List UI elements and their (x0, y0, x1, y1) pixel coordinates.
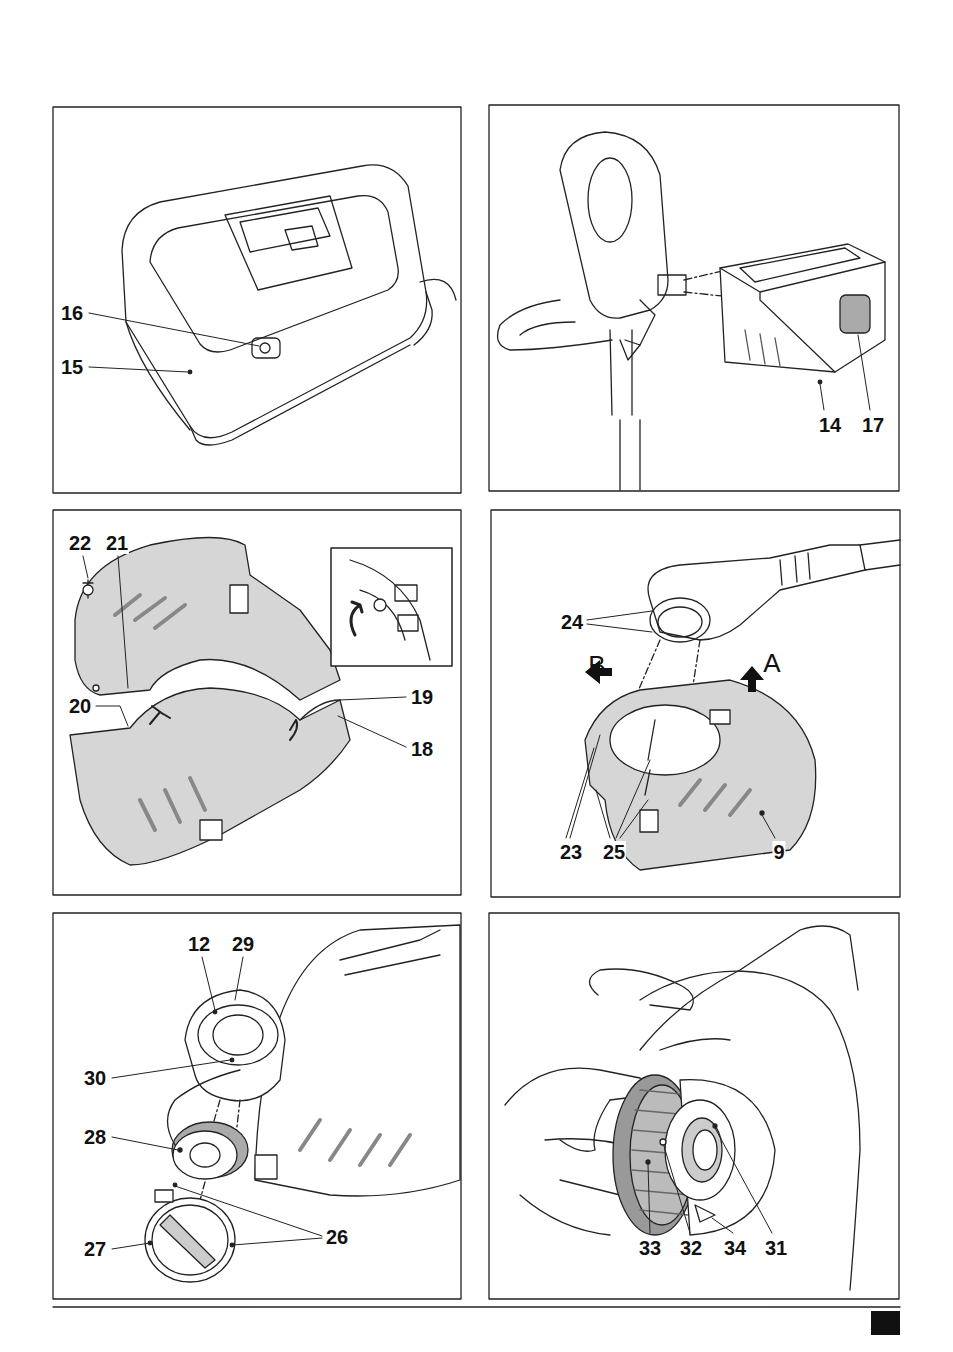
callout-number: 28 (83, 1126, 107, 1148)
inset-detail (350, 560, 430, 660)
callout-number: 17 (861, 414, 885, 436)
callout-number: 14 (818, 414, 842, 436)
callout-number: 29 (231, 933, 255, 955)
trimmer-line (640, 971, 860, 1290)
callout-number: 22 (68, 532, 92, 554)
callout-number: 25 (602, 841, 626, 863)
callout-number: 9 (772, 841, 785, 863)
callout-number: 31 (764, 1237, 788, 1259)
trimmer-head (648, 540, 900, 642)
panel-frame (491, 510, 900, 897)
callout-number: 12 (187, 933, 211, 955)
callout-number: 32 (679, 1237, 703, 1259)
guard (585, 680, 816, 870)
shaft (620, 420, 640, 490)
panel-frame (53, 107, 461, 493)
direction-letter: A (762, 649, 781, 678)
callout-number: 26 (325, 1226, 349, 1248)
leader-lines (83, 313, 870, 1249)
callout-number: 20 (68, 695, 92, 717)
hands (505, 926, 858, 1235)
direction-letter: B (587, 651, 606, 680)
callout-number: 30 (83, 1067, 107, 1089)
battery (720, 244, 885, 384)
callout-number: 15 (60, 356, 84, 378)
spool-cap (145, 1183, 235, 1282)
panel-frame (489, 105, 899, 491)
guard (255, 925, 460, 1196)
callout-number: 23 (559, 841, 583, 863)
callout-number: 33 (638, 1237, 662, 1259)
footer-rule (53, 1306, 900, 1307)
callout-number: 34 (723, 1237, 747, 1259)
direction-arrow (740, 666, 764, 692)
screw (83, 580, 93, 598)
spool (168, 1070, 249, 1179)
inset-frame (331, 548, 452, 666)
callout-number: 27 (83, 1238, 107, 1260)
panel-frame (53, 913, 461, 1299)
guard-lower (70, 688, 350, 865)
callout-number: 19 (410, 686, 434, 708)
panel-frame (489, 913, 899, 1299)
spool (613, 1075, 775, 1235)
callout-number: 18 (410, 738, 434, 760)
callout-number: 24 (560, 611, 584, 633)
callout-number: 21 (105, 532, 129, 554)
guard-upper (75, 538, 340, 701)
trimmer-handle (498, 132, 686, 415)
charger (122, 165, 456, 445)
callout-number: 16 (60, 302, 84, 324)
page-tab (871, 1311, 900, 1335)
panel-frame (53, 510, 461, 895)
